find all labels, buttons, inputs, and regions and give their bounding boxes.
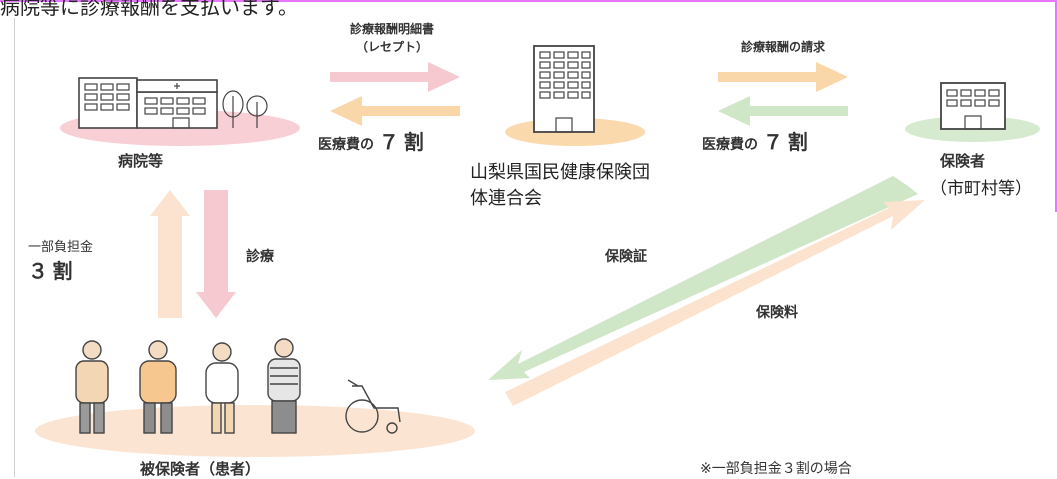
- cost-share-right-value: ７: [762, 130, 783, 154]
- top-caption: 病院等に診療報酬を支払います。: [0, 0, 298, 19]
- federation-name-line1: 山梨県国民健康保険団: [470, 162, 650, 183]
- hospital-icon: [78, 77, 268, 129]
- cost-share-left-prefix: 医療費の: [318, 137, 374, 153]
- receipt-label-line2: （レセプト）: [355, 40, 428, 54]
- insurer-label: 保険者: [940, 152, 986, 170]
- cost-share-left-value: ７: [378, 130, 399, 154]
- federation-name-line2: 体連合会: [470, 188, 542, 209]
- receipt-label: 診療報酬明細書 （レセプト）: [312, 20, 472, 56]
- insurer-building-icon: [940, 82, 1006, 130]
- cost-share-left-unit: 割: [403, 130, 424, 154]
- claim-arrow: [718, 62, 848, 92]
- hospital-label: 病院等: [118, 152, 164, 170]
- payment-arrow-right: [718, 96, 848, 126]
- cost-share-left: 医療費の ７ 割: [318, 126, 424, 155]
- patient-woman-1-icon: [205, 342, 239, 434]
- copay-amount: ３ 割: [28, 255, 93, 284]
- copay-arrow-up: [150, 190, 190, 318]
- copay-unit: 割: [52, 259, 73, 283]
- federation-building-icon: [533, 45, 595, 133]
- patient-woman-2-icon: [267, 338, 301, 434]
- treatment-arrow-down: [196, 190, 236, 318]
- copay-value: ３: [28, 259, 48, 283]
- frame-left-border: [14, 18, 15, 477]
- frame-right-border: [1055, 0, 1057, 212]
- premium-label: 保険料: [756, 305, 798, 321]
- footnote: ※一部負担金３割の場合: [700, 461, 852, 477]
- receipt-label-line1: 診療報酬明細書: [349, 22, 434, 36]
- cost-share-right: 医療費の ７ 割: [702, 126, 808, 155]
- patient-man-1-icon: [75, 340, 109, 434]
- insurer-sublabel: （市町村等）: [930, 179, 1032, 199]
- insurance-card-label: 保険証: [605, 249, 647, 265]
- patients-illustration: [75, 338, 401, 434]
- insurance-card-arrow: [488, 176, 918, 380]
- frame-top-border: [0, 0, 1057, 2]
- federation-name: 山梨県国民健康保険団 体連合会: [470, 160, 650, 212]
- wheelchair-icon: [345, 379, 401, 434]
- cost-share-right-prefix: 医療費の: [702, 137, 758, 153]
- cost-share-right-unit: 割: [787, 130, 808, 154]
- copay-label-line1: 一部負担金: [28, 240, 94, 255]
- receipt-arrow: [330, 62, 460, 92]
- claim-label: 診療報酬の請求: [740, 40, 825, 54]
- payment-arrow-left: [330, 96, 460, 126]
- treatment-label: 診療: [246, 249, 274, 265]
- patients-ground: [35, 405, 475, 457]
- patient-man-2-icon: [139, 340, 177, 434]
- copay-label: 一部負担金 ３ 割: [28, 236, 93, 284]
- patients-label: 被保険者（患者）: [140, 460, 261, 478]
- premium-arrow: [505, 200, 925, 406]
